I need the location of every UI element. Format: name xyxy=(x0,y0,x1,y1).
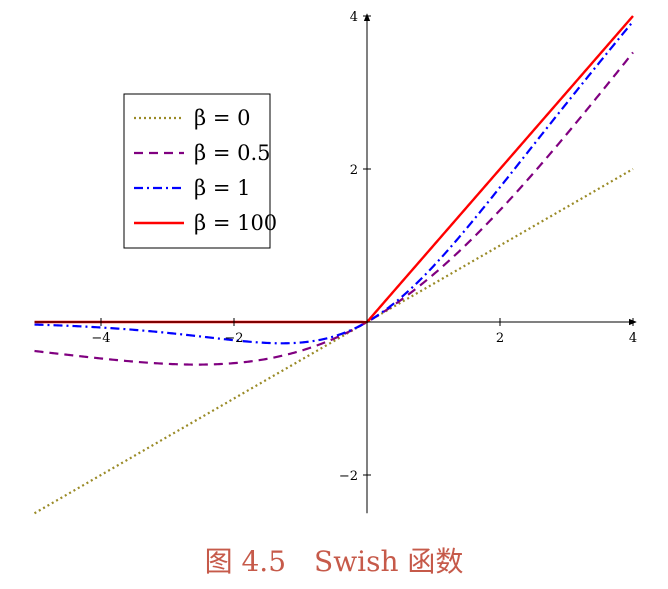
x-tick-label: −2 xyxy=(224,331,243,346)
x-tick-label: −4 xyxy=(91,331,110,346)
legend-label-0: β = 0 xyxy=(194,106,250,130)
plot-lines xyxy=(33,15,634,515)
legend-label-3: β = 100 xyxy=(194,211,277,235)
y-tick-label: 4 xyxy=(350,10,358,25)
series-line-1 xyxy=(34,51,634,366)
series-line-2 xyxy=(34,20,634,345)
legend: β = 0 β = 0.5 β = 1 β = 100 xyxy=(123,93,277,249)
y-tick-label: −2 xyxy=(339,469,358,484)
axes: −4 −2 2 4 −2 2 4 xyxy=(34,10,637,514)
legend-label-1: β = 0.5 xyxy=(194,141,270,165)
swish-chart: −4 −2 2 4 −2 2 4 β = 0 β = 0.5 β = 1 β = 100 xyxy=(33,10,637,515)
x-tick-label: 2 xyxy=(496,331,504,346)
x-tick-label: 4 xyxy=(629,331,637,346)
legend-label-2: β = 1 xyxy=(194,176,250,200)
series-line-0 xyxy=(33,168,634,515)
y-tick-label: 2 xyxy=(350,163,358,178)
figure-caption: 图 4.5 Swish 函数 xyxy=(204,545,464,578)
